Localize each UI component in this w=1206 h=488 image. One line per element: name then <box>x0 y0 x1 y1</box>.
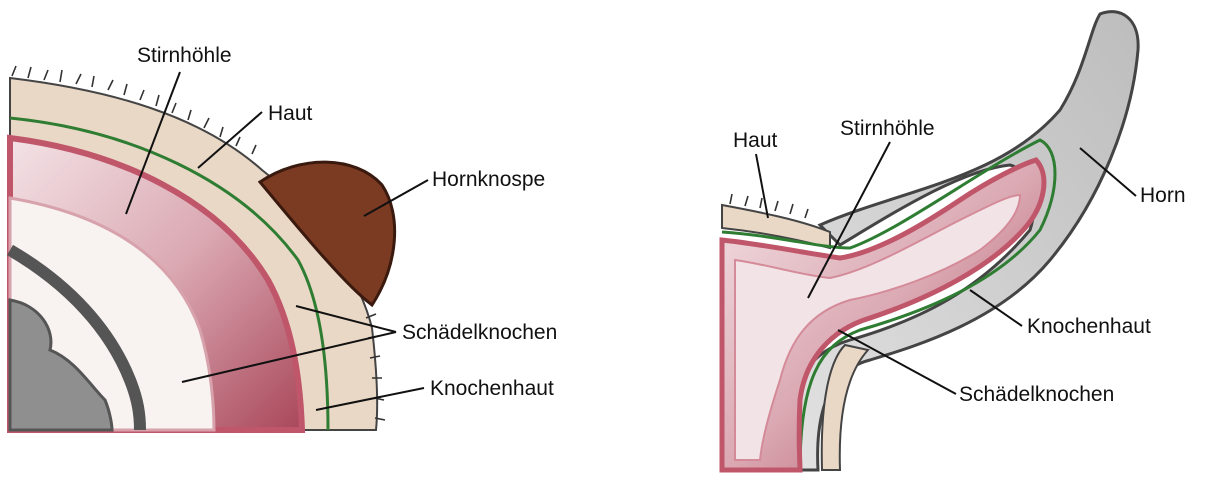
right-label-stirnhoehle: Stirnhöhle <box>840 118 935 139</box>
left-label-haut: Haut <box>268 103 312 124</box>
left-label-hornknospe: Hornknospe <box>432 169 545 190</box>
right-label-knochenhaut: Knochenhaut <box>1027 316 1151 337</box>
right-leader-haut <box>756 154 768 218</box>
left-label-schaedelknochen: Schädelknochen <box>402 322 557 343</box>
left-label-stirnhoehle: Stirnhöhle <box>137 45 232 66</box>
right-label-horn: Horn <box>1140 185 1186 206</box>
left-cross-section <box>10 66 395 430</box>
right-label-haut: Haut <box>733 130 777 151</box>
left-label-knochenhaut: Knochenhaut <box>430 378 554 399</box>
right-label-schaedelknochen: Schädelknochen <box>959 384 1114 405</box>
